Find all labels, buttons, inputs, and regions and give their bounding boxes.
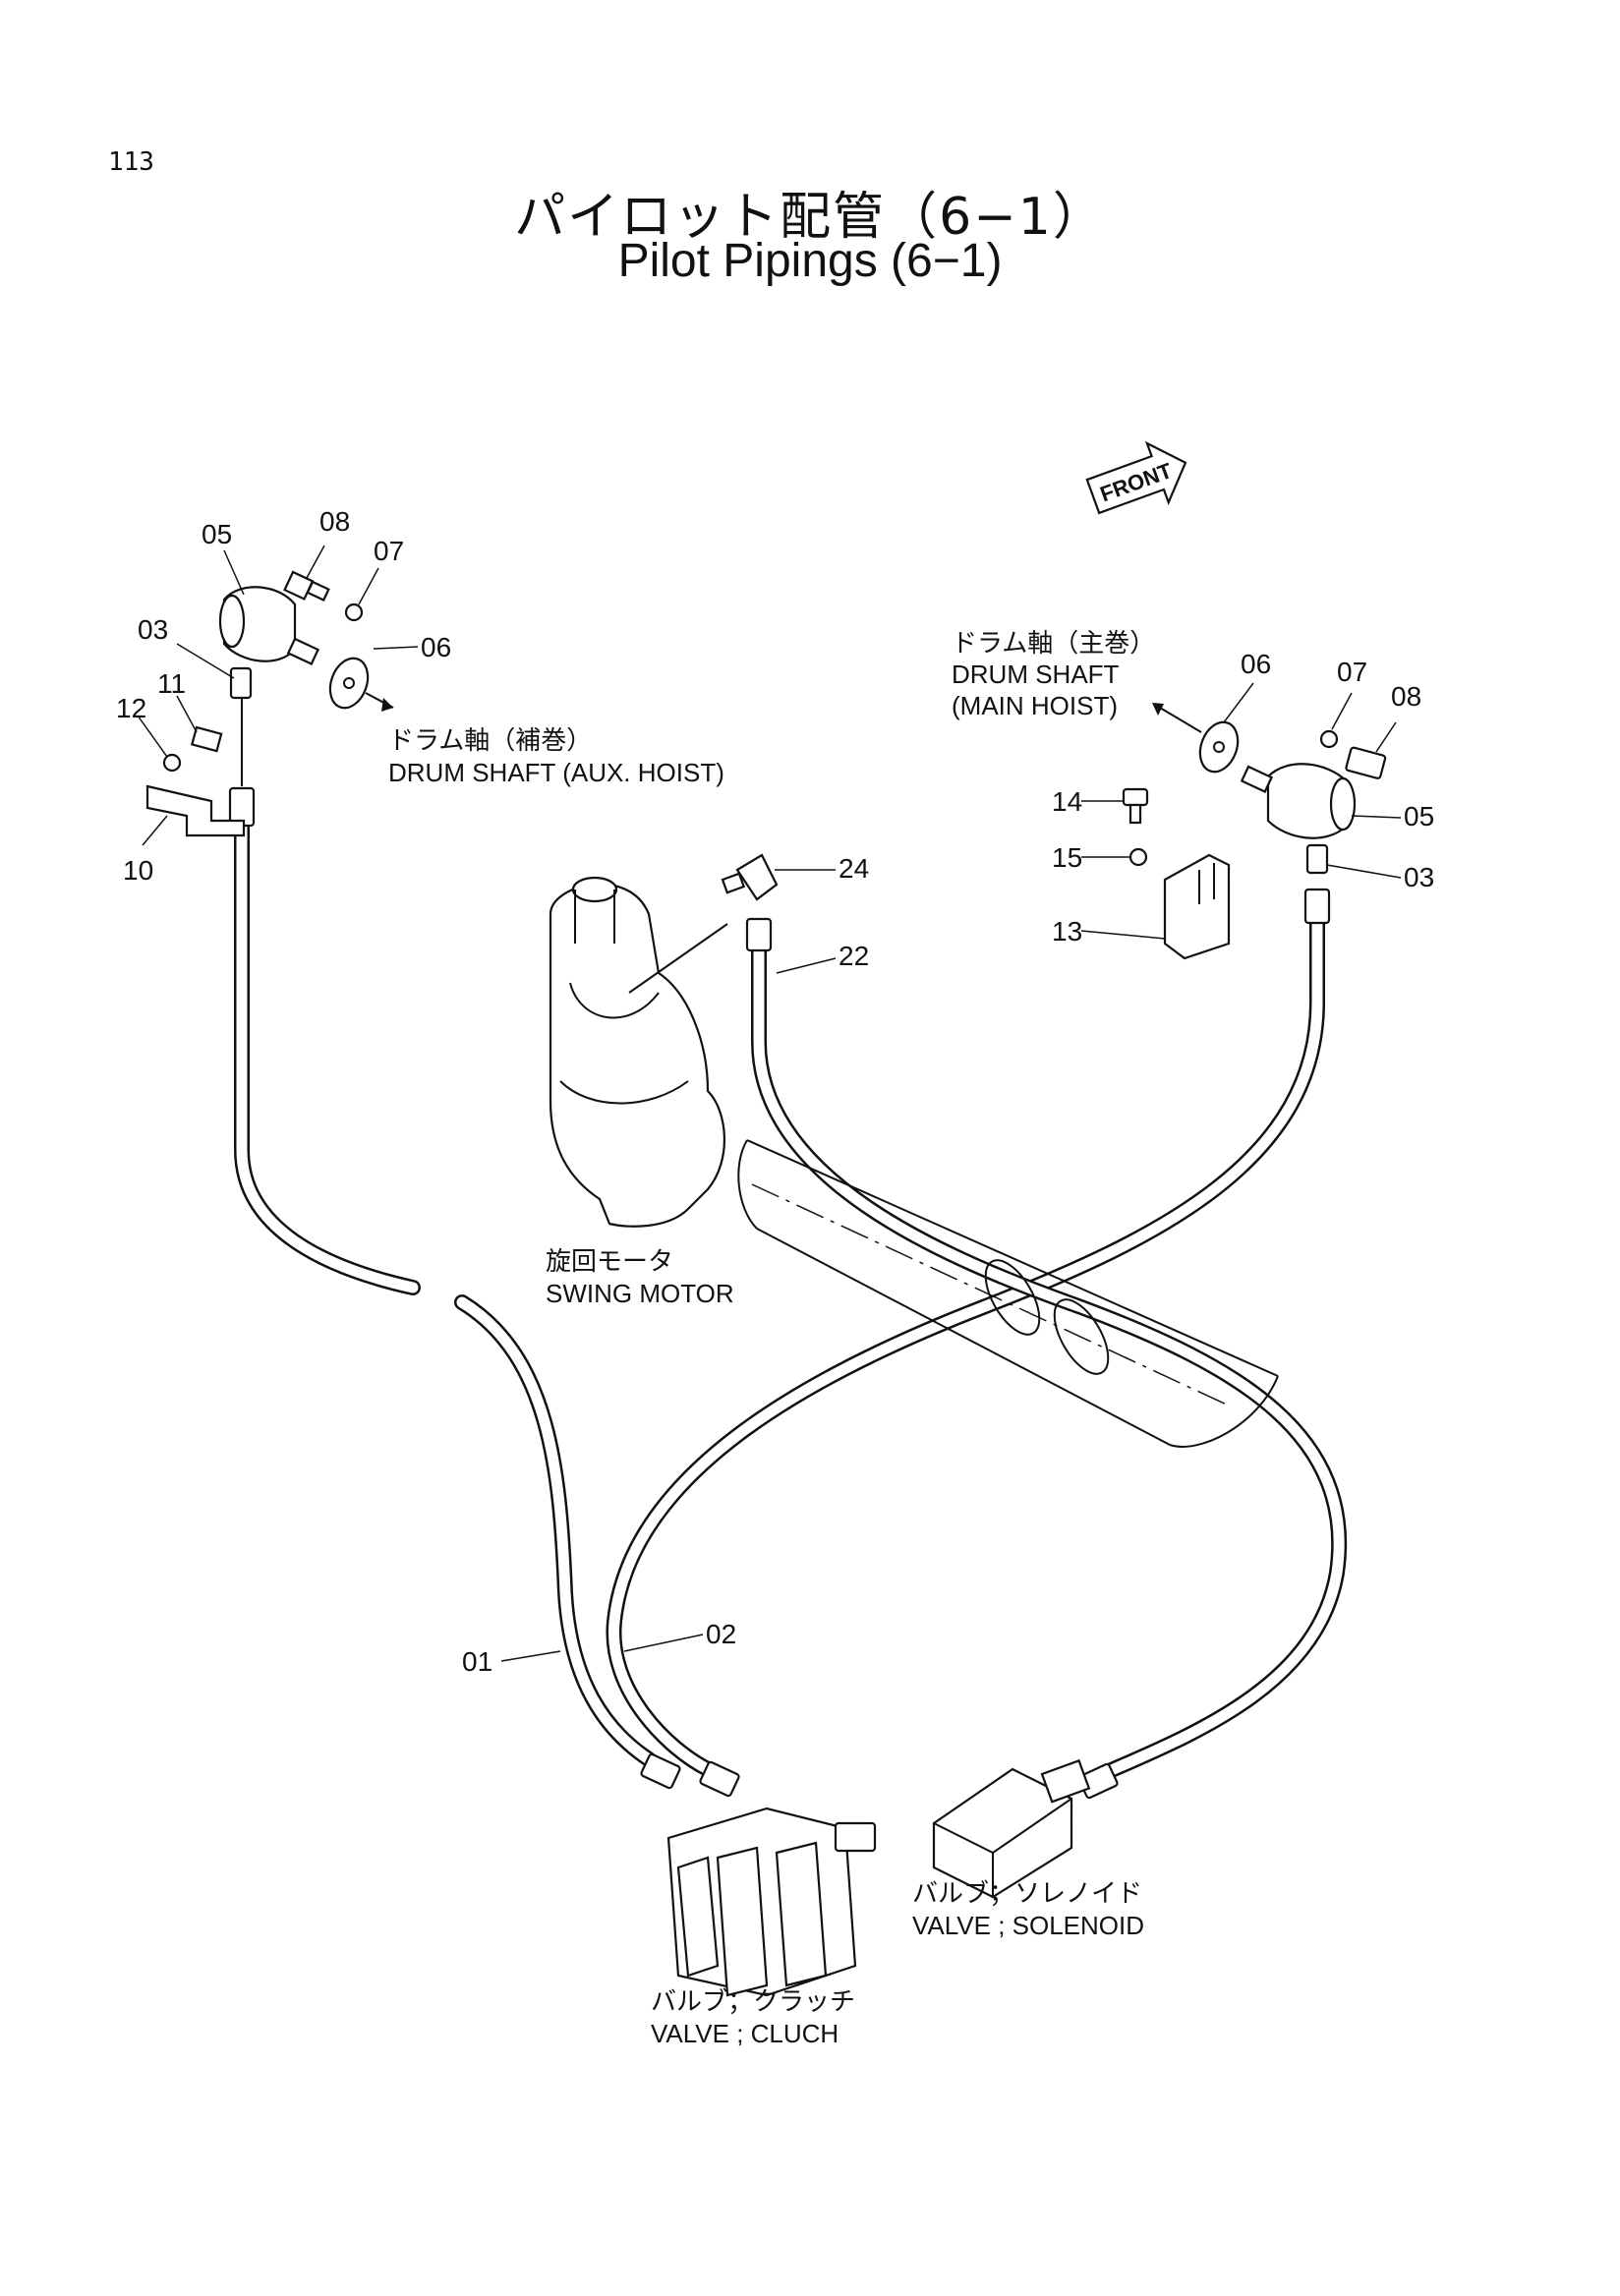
callout-left-07: 07 — [374, 536, 404, 566]
callout-left-03: 03 — [138, 614, 168, 645]
clutch-valve-label-en: VALVE ; CLUCH — [651, 2019, 839, 2048]
leader-lines — [137, 545, 1402, 1662]
callout-02: 02 — [706, 1619, 736, 1649]
solenoid-valve — [932, 1758, 1091, 1899]
callout-left-06: 06 — [421, 632, 451, 662]
callout-left-05: 05 — [202, 519, 232, 549]
front-arrow-badge: FRONT — [1085, 440, 1187, 515]
clutch-valve-label-jp: バルブ；クラッチ — [651, 1986, 855, 2016]
callout-right-06: 06 — [1241, 649, 1271, 679]
callout-left-12: 12 — [116, 693, 146, 723]
hose-01 — [234, 818, 657, 1767]
component-labels: ドラム軸（補巻） DRUM SHAFT (AUX. HOIST) ドラム軸（主巻… — [388, 628, 1155, 2048]
page-title-japanese: パイロット配管（6−1） — [514, 188, 1106, 247]
main-drum-label-jp: ドラム軸（主巻） — [952, 628, 1155, 658]
swing-motor-label-jp: 旋回モータ — [546, 1246, 673, 1276]
swing-motor-label-en: SWING MOTOR — [546, 1279, 734, 1308]
hose-02 — [606, 911, 1325, 1777]
swing-motor — [549, 853, 779, 1228]
right-sensor-assembly — [1122, 703, 1387, 960]
callout-right-08: 08 — [1391, 681, 1421, 712]
callout-right-13: 13 — [1052, 916, 1082, 947]
callout-right-14: 14 — [1052, 786, 1082, 817]
solenoid-valve-label-jp: バルブ；ソレノイド — [912, 1878, 1142, 1908]
callout-right-05: 05 — [1404, 801, 1434, 832]
frame-tube — [737, 1139, 1279, 1448]
callout-numbers: 05 08 07 03 06 11 12 10 06 07 08 14 05 1… — [116, 506, 1434, 1677]
callout-right-15: 15 — [1052, 842, 1082, 873]
clutch-valve — [666, 1807, 877, 1997]
page-title-english: Pilot Pipings (6−1) — [617, 235, 1003, 287]
aux-drum-label-en: DRUM SHAFT (AUX. HOIST) — [388, 758, 724, 787]
solenoid-valve-label-en: VALVE ; SOLENOID — [912, 1911, 1144, 1940]
callout-22: 22 — [839, 941, 869, 971]
left-sensor-assembly — [145, 570, 394, 837]
callout-right-07: 07 — [1337, 657, 1367, 687]
hose-end-fittings — [228, 786, 1331, 1800]
callout-left-10: 10 — [123, 855, 153, 886]
callout-right-03: 03 — [1404, 862, 1434, 892]
page-number: 113 — [108, 147, 154, 177]
callout-left-08: 08 — [319, 506, 350, 537]
aux-drum-label-jp: ドラム軸（補巻） — [388, 725, 592, 755]
callout-left-11: 11 — [157, 668, 186, 699]
callout-24: 24 — [839, 853, 869, 884]
hose-22 — [751, 941, 1348, 1787]
callout-01: 01 — [462, 1646, 492, 1677]
main-drum-label-en-2: (MAIN HOIST) — [952, 691, 1118, 720]
main-drum-label-en-1: DRUM SHAFT — [952, 660, 1120, 689]
